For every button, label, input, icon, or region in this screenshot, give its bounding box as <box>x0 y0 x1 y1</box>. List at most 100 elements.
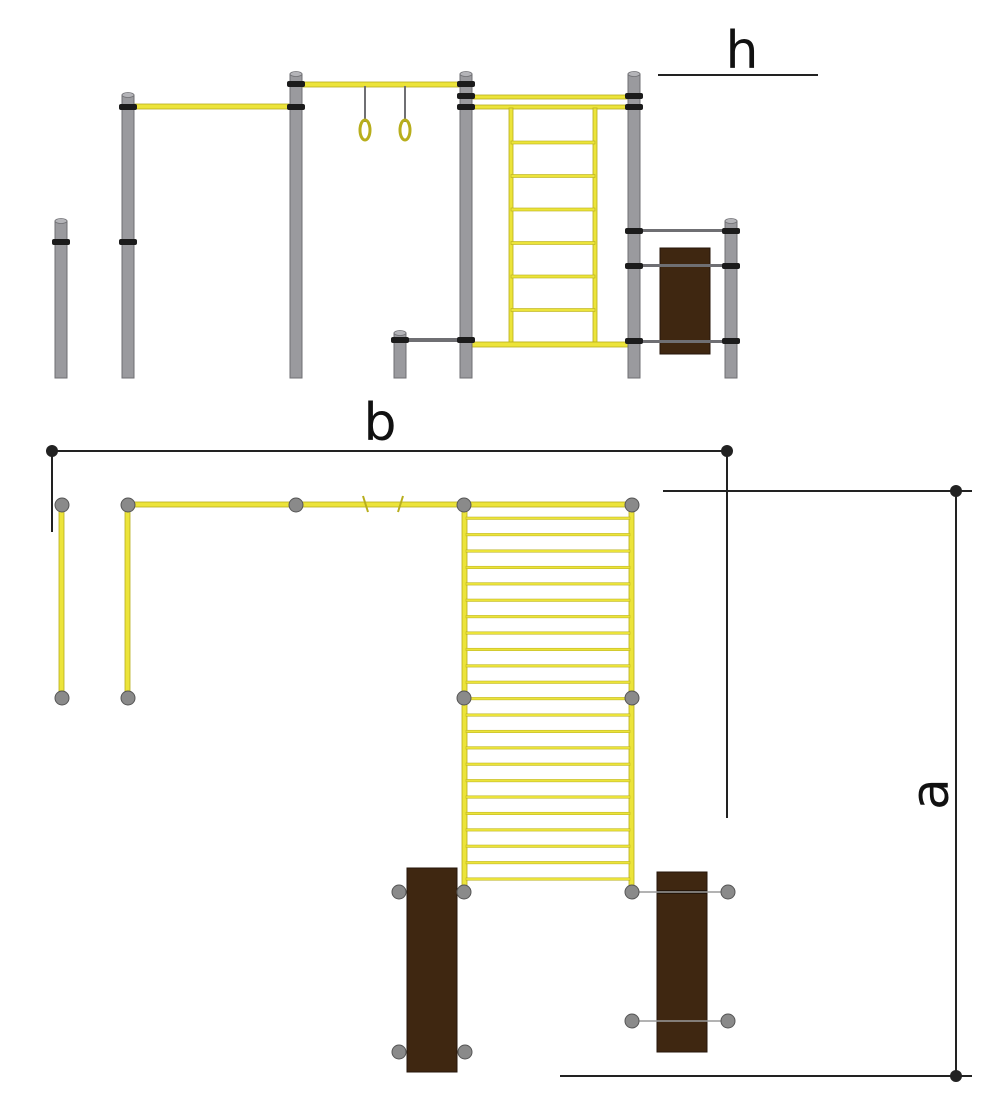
dimension-lines: h b a <box>46 21 972 1082</box>
ladder-rung-plan <box>465 746 631 750</box>
low-dip-bar <box>400 338 466 342</box>
pole-footprint <box>120 690 136 706</box>
pole-footprints <box>54 497 736 1060</box>
pole-footprint <box>624 1013 640 1029</box>
pole-footprint <box>288 497 304 513</box>
plan-ring-mark-2 <box>397 495 404 513</box>
gymnastic-rings <box>358 86 412 142</box>
bench-plan-left <box>406 867 458 1073</box>
support-pole <box>287 71 305 379</box>
support-pole <box>457 71 475 379</box>
pole-clamp <box>287 104 305 110</box>
pole-cap <box>289 71 303 77</box>
pole-footprint <box>391 884 407 900</box>
pole-clamp <box>722 338 740 344</box>
pole-clamp <box>52 239 70 245</box>
ladder-rung-plan <box>465 828 631 832</box>
pole-footprint <box>457 1044 473 1060</box>
ladder-rung <box>510 140 596 145</box>
pole-footprint <box>720 884 736 900</box>
pole-clamp <box>457 337 475 343</box>
pole-shaft <box>121 94 135 379</box>
ladder-rung-plan <box>465 664 631 668</box>
pole-footprint <box>54 690 70 706</box>
pole-cap <box>459 71 473 77</box>
support-pole <box>391 330 409 379</box>
ring-bar <box>295 81 467 88</box>
pole-footprint <box>624 690 640 706</box>
pole-clamp <box>391 337 409 343</box>
pole-footprint <box>54 497 70 513</box>
pole-clamp <box>119 104 137 110</box>
pole-clamp <box>625 93 643 99</box>
pole-footprint <box>456 690 472 706</box>
ladder-rung-plan <box>465 844 631 848</box>
plan-bar-left-1 <box>58 504 65 699</box>
dim-b-end-left <box>46 445 58 457</box>
ladder-rung <box>510 274 596 279</box>
support-pole <box>119 92 137 379</box>
ladder-rung-plan <box>465 647 631 651</box>
ladder-top-bar-lower <box>465 104 635 110</box>
wall-ladder-front <box>508 107 598 347</box>
support-pole <box>722 218 740 379</box>
pole-clamp <box>625 228 643 234</box>
dim-a-end-bottom <box>950 1070 962 1082</box>
ladder-rung-plan <box>465 598 631 602</box>
pole-shaft <box>724 220 738 379</box>
ladder-rung-plan <box>465 762 631 766</box>
ladder-rung-plan <box>465 713 631 717</box>
pole-clamp <box>119 239 137 245</box>
ladder-top-bar-upper <box>465 94 635 100</box>
pole-clamp <box>625 338 643 344</box>
plan-bar-top-mid <box>295 501 465 508</box>
dim-b-end-right <box>721 445 733 457</box>
support-pole <box>625 71 643 379</box>
ladder-rung-plan <box>465 795 631 799</box>
ladder-rung <box>510 241 596 245</box>
ladder-rung-plan <box>465 516 631 520</box>
pole-clamp <box>457 104 475 110</box>
bench-front <box>659 247 711 355</box>
front-elevation-view <box>52 71 740 379</box>
ladder-rung-plan <box>465 631 631 635</box>
ladder-rung-plan <box>465 861 631 865</box>
pole-cap <box>627 71 641 77</box>
plan-bar-left-2 <box>124 504 131 699</box>
plan-view <box>54 495 736 1073</box>
ladder-rung-plan <box>465 615 631 619</box>
dim-h-label: h <box>726 21 759 81</box>
ladder-rung-plan <box>465 582 631 586</box>
pole-clamp <box>722 228 740 234</box>
pole-clamp <box>625 104 643 110</box>
pole-shaft <box>459 73 473 379</box>
pullup-bar-left <box>127 103 297 110</box>
pole-footprint <box>624 497 640 513</box>
ladder-rung-plan <box>465 680 631 684</box>
support-pole <box>52 218 70 379</box>
pole-cap <box>724 218 738 224</box>
pole-footprint <box>720 1013 736 1029</box>
pole-cap <box>54 218 68 224</box>
plan-bar-top-right <box>463 501 633 508</box>
plan-ring-mark-1 <box>362 495 369 513</box>
support-poles <box>52 71 740 379</box>
pole-cap <box>393 330 407 336</box>
ladder-bottom-bar <box>465 341 635 348</box>
pole-footprint <box>120 497 136 513</box>
wall-ladder-plan <box>461 504 635 893</box>
bench-plan-right <box>656 871 708 1053</box>
ladder-rung-plan <box>465 729 631 733</box>
pole-clamp <box>625 263 643 269</box>
ladder-rung <box>510 207 596 212</box>
bench-frame-mid <box>634 264 732 267</box>
ladder-rung-plan <box>465 549 631 553</box>
pole-clamp <box>722 263 740 269</box>
dim-b-label: b <box>363 393 396 453</box>
pole-footprint <box>456 497 472 513</box>
ladder-rung <box>510 174 596 178</box>
plan-bar-top-left <box>127 501 297 508</box>
ladder-rung-plan <box>465 811 631 815</box>
ladder-rung-plan <box>465 697 631 701</box>
